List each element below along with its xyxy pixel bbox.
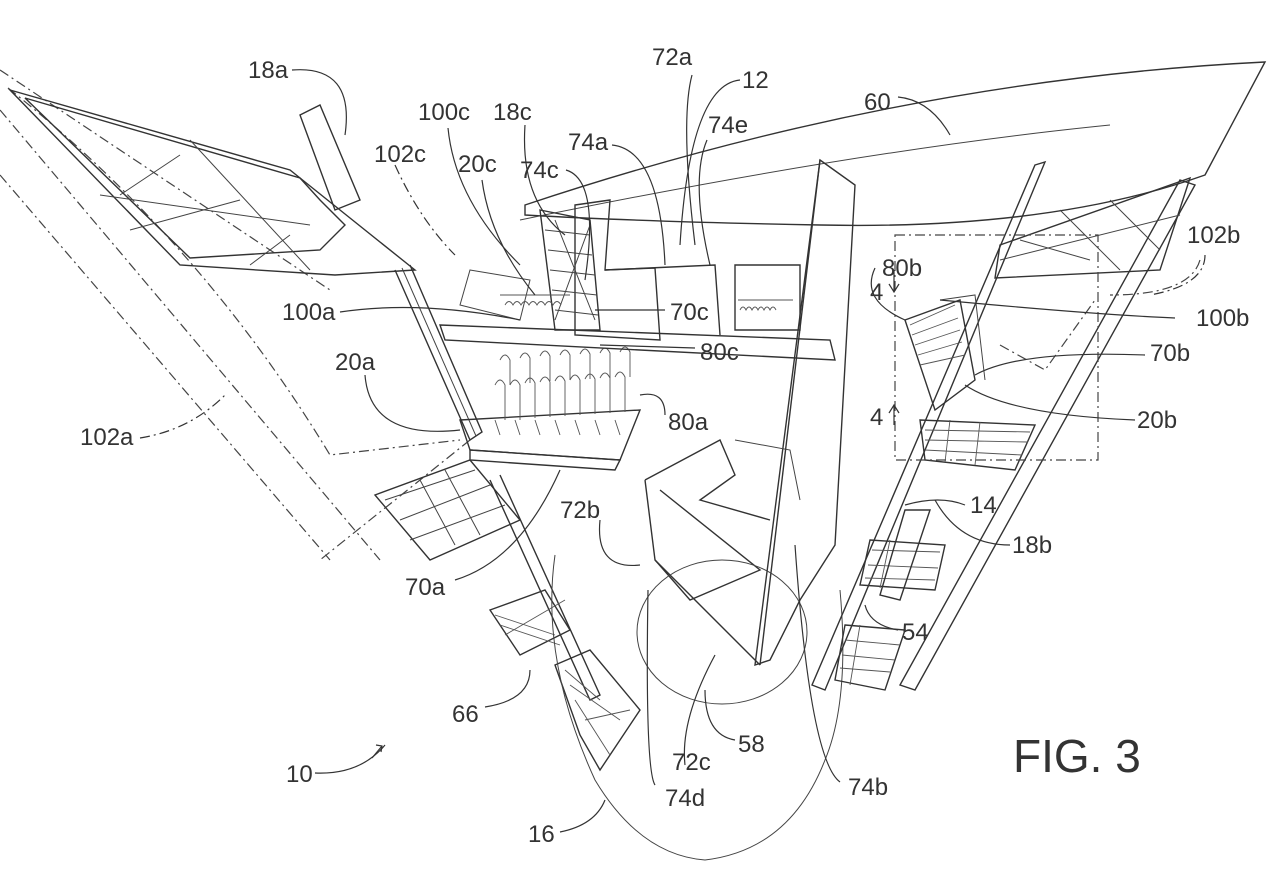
- label-20b: 20b: [1137, 407, 1177, 434]
- label-54: 54: [902, 619, 929, 646]
- label-18b: 18b: [1012, 532, 1052, 559]
- section-mark-top: 4: [870, 279, 883, 306]
- label-70a: 70a: [405, 574, 446, 601]
- label-72a: 72a: [652, 44, 693, 71]
- label-80c: 80c: [700, 339, 739, 366]
- label-18a: 18a: [248, 57, 289, 84]
- label-80a: 80a: [668, 409, 709, 436]
- label-18c: 18c: [493, 99, 532, 126]
- label-20c: 20c: [458, 151, 497, 178]
- label-100a: 100a: [282, 299, 336, 326]
- reference-labels: 18a 72a 12 60 100c 18c 74a 74e 102c 20c …: [80, 44, 1249, 848]
- truss-arm-lower-left: [373, 459, 641, 772]
- floor-circles: [551, 554, 844, 861]
- central-structure: [439, 158, 856, 667]
- projection-field-102b: [999, 259, 1201, 371]
- label-58: 58: [738, 731, 765, 758]
- label-12: 12: [742, 67, 769, 94]
- truss-arm-18a: [7, 88, 483, 442]
- label-100b: 100b: [1196, 305, 1249, 332]
- label-72c: 72c: [672, 749, 711, 776]
- label-20a: 20a: [335, 349, 376, 376]
- label-74c: 74c: [520, 157, 559, 184]
- circle-58: [636, 559, 808, 705]
- label-72b: 72b: [560, 497, 600, 524]
- label-14: 14: [970, 492, 997, 519]
- platform-70a: [459, 346, 642, 471]
- label-74b: 74b: [848, 774, 888, 801]
- dome-screen-outline: [519, 61, 1267, 227]
- circle-16: [551, 554, 844, 861]
- label-102c: 102c: [374, 141, 426, 168]
- arrow-10: [371, 744, 383, 759]
- label-60: 60: [864, 89, 891, 116]
- label-100c: 100c: [418, 99, 470, 126]
- label-70c: 70c: [670, 299, 709, 326]
- figure-title: FIG. 3: [1013, 730, 1141, 782]
- section-mark-bottom: 4: [870, 404, 883, 431]
- label-74a: 74a: [568, 129, 609, 156]
- label-102b: 102b: [1187, 222, 1240, 249]
- label-10: 10: [286, 761, 313, 788]
- label-80b: 80b: [882, 255, 922, 282]
- label-16: 16: [528, 821, 555, 848]
- label-74e: 74e: [708, 112, 748, 139]
- label-74d: 74d: [665, 785, 705, 812]
- label-66: 66: [452, 701, 479, 728]
- section-box-4-4: [894, 234, 1099, 461]
- label-102a: 102a: [80, 424, 134, 451]
- label-70b: 70b: [1150, 340, 1190, 367]
- leader-lines: [139, 69, 1206, 833]
- audience-80a: [494, 346, 631, 436]
- platform-70b: [904, 294, 986, 412]
- truss-arm-18b: [811, 160, 1197, 691]
- section-arrows: 4 4: [870, 270, 900, 431]
